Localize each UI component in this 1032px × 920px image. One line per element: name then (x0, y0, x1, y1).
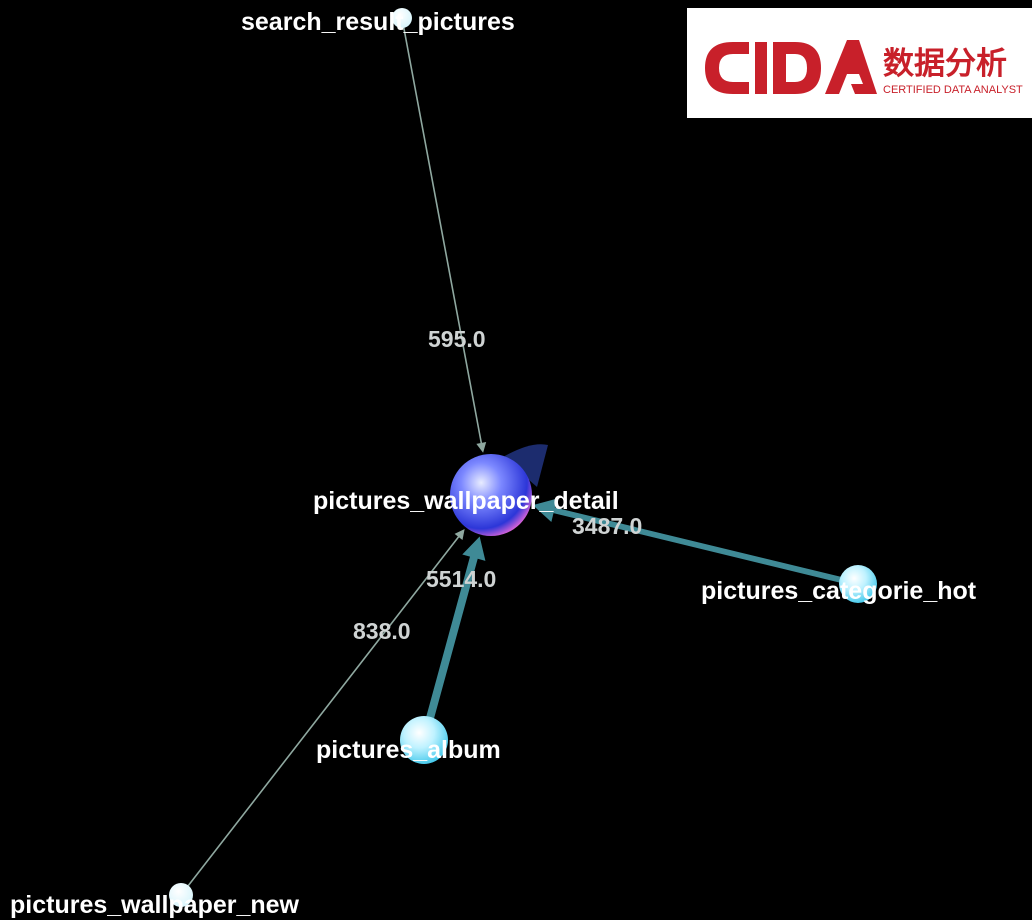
node-label-new: pictures_wallpaper_new (10, 891, 300, 919)
edge-line (180, 536, 460, 896)
edge-line (551, 507, 861, 587)
node-label-search: search_result_pictures (241, 8, 515, 36)
logo-cn-text: 数据分析 (883, 46, 1007, 82)
edge-line (401, 17, 483, 444)
edges-layer (180, 17, 861, 896)
edge-line (420, 553, 478, 744)
edge-arrowhead (462, 536, 486, 561)
nodes-layer (169, 8, 877, 907)
cda-logo: 数据分析 CERTIFIED DATA ANALYST (687, 8, 1032, 118)
node-label-detail: pictures_wallpaper_detail (313, 487, 619, 515)
edge-labels-layer: 595.0 3487.0 5514.0 838.0 (353, 326, 642, 644)
logo-letter-i (755, 42, 767, 94)
edge-arrowhead (454, 528, 465, 540)
edge-weight-label: 595.0 (428, 326, 486, 352)
logo-letter-d (773, 42, 821, 94)
graph-node-hot[interactable] (839, 565, 877, 603)
edge-weight-label: 3487.0 (572, 513, 642, 539)
graph-node-detail[interactable] (450, 454, 532, 536)
logo-letter-a (825, 40, 877, 94)
edge-arrowhead (476, 441, 487, 453)
self-loop-edge (503, 444, 548, 487)
node-labels-layer: pictures_wallpaper_detail search_result_p… (10, 8, 977, 919)
graph-node-new[interactable] (169, 883, 193, 907)
logo-en-text: CERTIFIED DATA ANALYST (883, 84, 1023, 96)
node-label-hot: pictures_categorie_hot (701, 577, 977, 605)
edge-weight-label: 5514.0 (426, 566, 496, 592)
node-label-album: pictures_album (316, 736, 501, 764)
graph-node-search[interactable] (392, 8, 412, 28)
edge-weight-label: 838.0 (353, 618, 411, 644)
logo-letter-c (705, 42, 749, 94)
graph-node-album[interactable] (400, 716, 448, 764)
edge-arrowhead (532, 498, 557, 522)
